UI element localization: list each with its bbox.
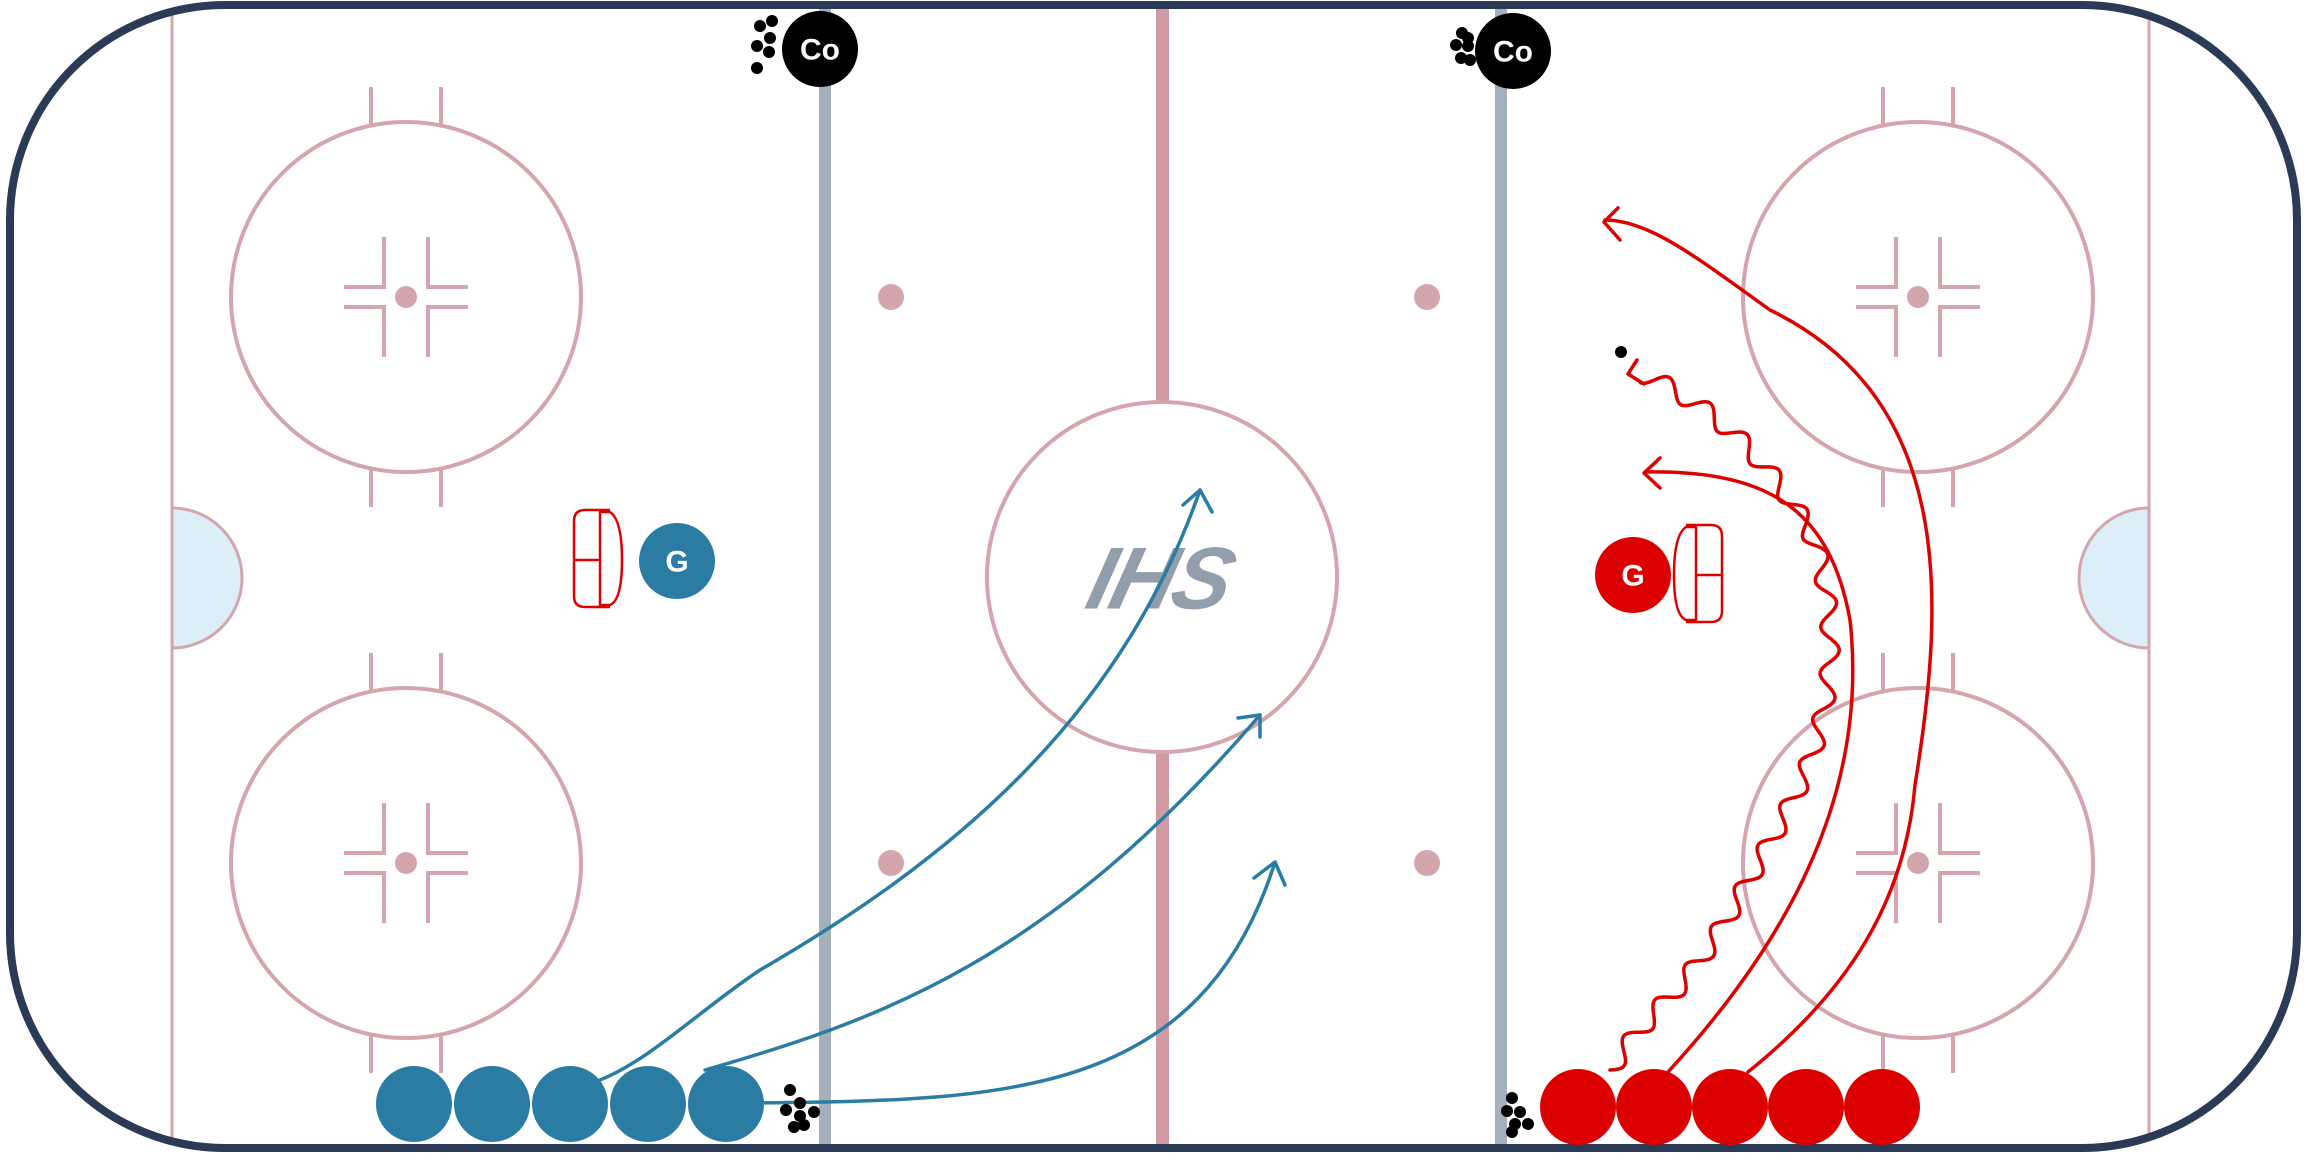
puck: [1522, 1118, 1534, 1130]
faceoff-circles: [229, 87, 2095, 1073]
red-route-1: [1603, 218, 1934, 1074]
red-routes: [1602, 206, 1934, 1074]
blue-route-2-arrowhead: [1236, 713, 1262, 739]
red-lineup: [1540, 1069, 1920, 1145]
puck-pile-right-coach: [1450, 27, 1476, 66]
goalie-red-label: G: [1621, 560, 1644, 593]
red-player: [1616, 1069, 1692, 1145]
blue-line-left: [819, 5, 831, 1148]
goalie-blue-label: G: [665, 546, 688, 579]
blue-player: [610, 1066, 686, 1142]
blue-route-1-arrowhead: [1181, 488, 1214, 514]
goal-crease-left: [170, 506, 244, 650]
blue-lineup: [376, 1066, 764, 1142]
coach-right-token: [1475, 13, 1551, 89]
blue-player: [688, 1066, 764, 1142]
boards: [6, 1, 2301, 1152]
right-net-icon: [1672, 523, 1724, 624]
puck: [751, 40, 763, 52]
puck: [763, 46, 775, 58]
puck: [794, 1097, 806, 1109]
puck: [751, 62, 763, 74]
puck: [754, 20, 766, 32]
neutral-dot: [878, 284, 904, 310]
blue-route-3-arrowhead: [1252, 860, 1287, 887]
red-route-2: [1643, 470, 1855, 1074]
neutral-dot: [878, 850, 904, 876]
blue-route-1: [598, 488, 1202, 1082]
red-player: [1540, 1069, 1616, 1145]
blue-route-3: [753, 860, 1277, 1105]
puck: [808, 1106, 820, 1118]
goalie-blue-token: [639, 523, 715, 599]
faceoff-dot: [395, 286, 417, 308]
left-net-icon: [572, 508, 624, 609]
puck: [766, 15, 778, 27]
faceoff-circle: [229, 653, 583, 1073]
coach-right-label: Co: [1493, 36, 1533, 69]
puck: [1506, 1126, 1518, 1138]
goalie-red-token: [1595, 537, 1671, 613]
puck: [1455, 52, 1467, 64]
blue-line-right: [1495, 5, 1507, 1148]
faceoff-circle: [1741, 87, 2095, 507]
coach-left-label: Co: [800, 34, 840, 67]
puck: [794, 1110, 806, 1122]
faceoff-circle: [1741, 653, 2095, 1073]
red-route-3-arrowhead: [1626, 358, 1646, 386]
blue-player: [376, 1066, 452, 1142]
faceoff-circle: [229, 87, 583, 507]
faceoff-dot: [1907, 852, 1929, 874]
red-player: [1768, 1069, 1844, 1145]
blue-route-2: [703, 713, 1262, 1072]
coach-left-token: [782, 11, 858, 87]
puck: [1501, 1105, 1513, 1117]
blue-player: [454, 1066, 530, 1142]
blue-player: [532, 1066, 608, 1142]
puck: [1462, 32, 1474, 44]
coach-left: Co: [782, 11, 858, 87]
puck: [1514, 1106, 1526, 1118]
puck-pile-left-coach: [751, 15, 778, 74]
puck: [1506, 1092, 1518, 1104]
puck: [780, 1104, 792, 1116]
goal-crease-right: [2077, 506, 2151, 650]
neutral-dot: [1414, 850, 1440, 876]
blue-routes: [598, 488, 1287, 1105]
puck: [1464, 54, 1476, 66]
red-route-2-arrowhead: [1642, 456, 1662, 490]
faceoff-dot: [1907, 286, 1929, 308]
goalie-red: G: [1595, 537, 1671, 613]
puck: [788, 1121, 800, 1133]
coach-right: Co: [1475, 13, 1551, 89]
red-player: [1844, 1069, 1920, 1145]
puck: [1450, 39, 1462, 51]
puck: [784, 1084, 796, 1096]
red-route-1-arrowhead: [1602, 206, 1622, 242]
puck: [798, 1119, 810, 1131]
puck-pile-blue-lineup: [780, 1084, 820, 1133]
puck: [764, 32, 776, 44]
puck-piles: [751, 15, 1534, 1138]
faceoff-dot: [395, 852, 417, 874]
puck-pile-red-lineup: [1501, 1092, 1534, 1138]
red-player: [1692, 1069, 1768, 1145]
neutral-dot: [1414, 284, 1440, 310]
goalie-blue: G: [639, 523, 715, 599]
puck: [1615, 346, 1627, 358]
red-route-3-carry: [1608, 374, 1842, 1072]
